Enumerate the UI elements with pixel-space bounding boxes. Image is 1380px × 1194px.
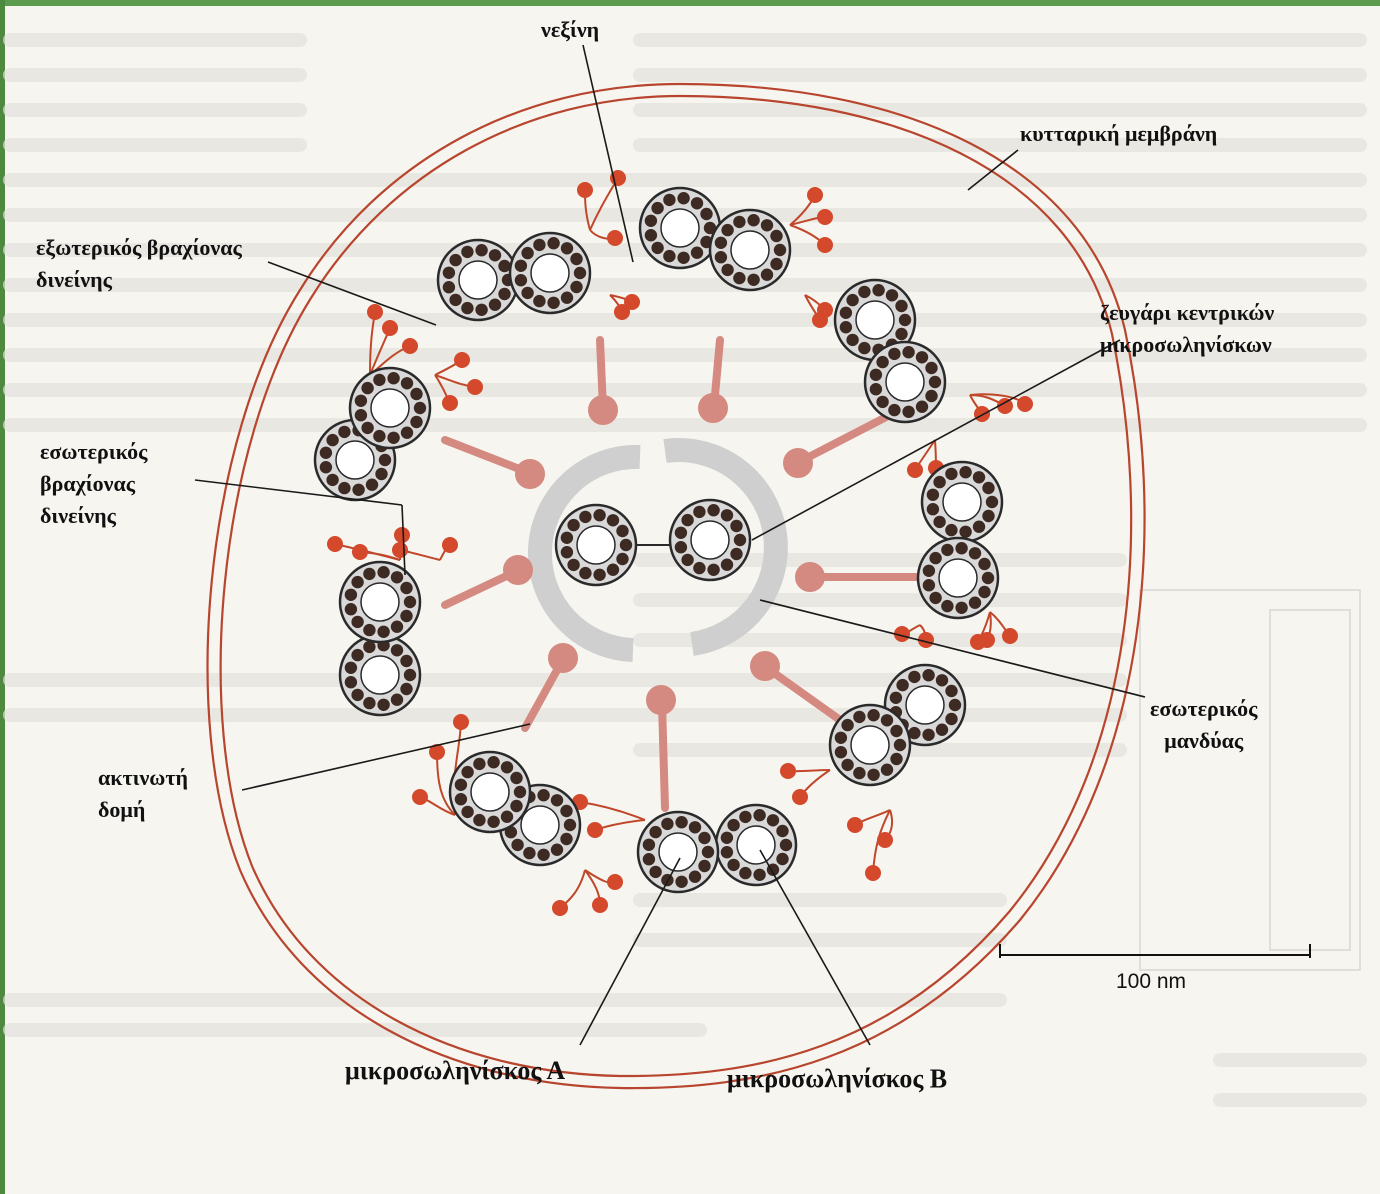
label-outer-dynein-arm: εξωτερικός βραχίονας δινείνης xyxy=(36,232,242,296)
label-radial-spoke: ακτινωτή δομή xyxy=(98,762,188,826)
doublet-4 xyxy=(918,462,1002,618)
scale-bar xyxy=(1000,944,1310,958)
label-nexin: νεξίνη xyxy=(541,14,599,46)
label-central-pair: ζευγάρι κεντρικών μικροσωληνίσκων xyxy=(1100,297,1274,361)
doublet-7 xyxy=(450,752,580,865)
peripheral-doublets xyxy=(315,188,1002,892)
doublet-1 xyxy=(438,233,590,320)
label-microtubule-a: μικροσωληνίσκος Α xyxy=(345,1055,565,1087)
doublet-9 xyxy=(315,368,430,500)
doublet-3 xyxy=(835,280,945,422)
label-cell-membrane: κυτταρική μεμβράνη xyxy=(1020,118,1217,150)
label-inner-sheath: εσωτερικός μανδύας xyxy=(1150,693,1257,757)
central-pair xyxy=(556,500,750,585)
doublet-5 xyxy=(830,665,965,785)
label-inner-dynein-arm: εσωτερικός βραχίονας δινείνης xyxy=(40,436,147,532)
doublet-8 xyxy=(340,562,420,715)
doublet-2 xyxy=(640,188,790,290)
doublet-6 xyxy=(638,805,796,892)
scale-bar-label: 100 nm xyxy=(1116,970,1186,994)
label-microtubule-b: μικροσωληνίσκος Β xyxy=(727,1063,947,1095)
